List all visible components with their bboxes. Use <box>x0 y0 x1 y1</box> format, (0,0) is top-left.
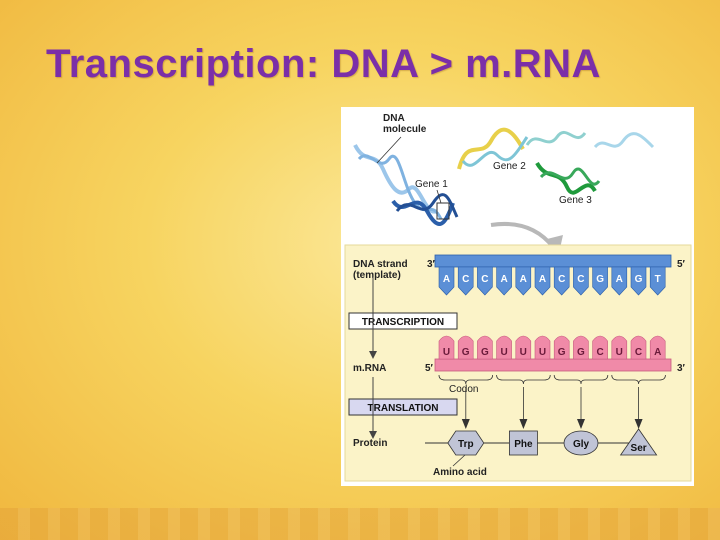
dna-base-tab <box>515 266 532 296</box>
amino-acid-name: Trp <box>458 439 474 450</box>
dna-base-letter: G <box>596 274 604 285</box>
mrna-base-letter: G <box>462 347 470 358</box>
mrna-base-tab <box>534 335 551 360</box>
mrna-base-letter: U <box>443 347 450 358</box>
dna-base-letter: C <box>577 274 584 285</box>
gene-2-segment <box>457 127 525 170</box>
mrna-base-letter: U <box>539 347 546 358</box>
mrna-base-letter: C <box>596 347 603 358</box>
codon-braces <box>438 374 666 429</box>
dna-3prime-end: 3′ <box>427 259 436 270</box>
dna-base-tab <box>592 266 608 296</box>
amino-acid-shape <box>508 430 538 456</box>
mrna-base-tab <box>477 335 493 360</box>
mrna-base-tab <box>611 335 628 360</box>
dna-base-letter: C <box>558 274 565 285</box>
mrna-base-letter: U <box>616 347 623 358</box>
dna-template-strand <box>434 254 672 268</box>
dna-base-letter: A <box>539 274 546 285</box>
mrna-base-tab <box>573 335 589 360</box>
amino-acid-shape <box>563 430 599 456</box>
mrna-base-letter: G <box>577 347 585 358</box>
translation-box <box>348 398 458 416</box>
decorative-bottom-band <box>0 508 720 540</box>
dna-molecule-label-line: molecule <box>383 124 427 135</box>
slide-title: Transcription: DNA > m.RNA <box>46 42 601 86</box>
dna-base-letter: A <box>616 274 623 285</box>
dna-base-letter: A <box>520 274 527 285</box>
dna-base-letter: T <box>655 274 661 285</box>
amino-acid-name: Phe <box>514 439 533 450</box>
mrna-base-tab <box>592 335 608 360</box>
mrna-label: m.RNA <box>353 363 386 374</box>
dna-base-tab <box>496 266 512 296</box>
codon-brace <box>611 374 666 385</box>
translation-label: TRANSLATION <box>368 403 439 414</box>
mrna-base-letter: C <box>635 347 642 358</box>
dna-base-letter: A <box>500 274 507 285</box>
dna-base-tab <box>630 266 647 296</box>
amino-acid-name: Gly <box>573 439 590 450</box>
translation-arrowhead <box>577 419 585 429</box>
mrna-base-letter: U <box>500 347 507 358</box>
transcription-label: TRANSCRIPTION <box>362 317 444 328</box>
mrna-base-letter: G <box>558 347 566 358</box>
dna-5prime-end: 5′ <box>677 259 686 270</box>
dna-molecule-label: DNA molecule <box>383 113 427 135</box>
mrna-3prime-end: 3′ <box>677 363 686 374</box>
mrna-strand <box>434 358 672 372</box>
mrna-base-tab <box>630 335 647 360</box>
transcription-box <box>348 312 458 330</box>
dna-base-tab <box>457 266 474 296</box>
mrna-base-tab <box>496 335 512 360</box>
mrna-5prime-end: 5′ <box>425 363 434 374</box>
mrna-base-tab <box>649 335 666 360</box>
dna-base-letter: G <box>635 274 643 285</box>
mrna-base-tab <box>553 335 570 360</box>
codon-brace <box>553 374 609 385</box>
dna-base-tab <box>611 266 628 296</box>
mrna-base-letter: U <box>520 347 527 358</box>
dna-base-letter: C <box>481 274 488 285</box>
mrna-base-tab <box>457 335 474 360</box>
dna-strand-label-line: DNA strand <box>353 259 408 270</box>
codon-brace <box>438 374 493 385</box>
gene-label: Gene 1 <box>415 179 448 190</box>
mrna-base-letter: A <box>654 347 661 358</box>
dna-base-tab <box>649 266 666 296</box>
transcription-diagram: DNA molecule Gene 1 Gene 2 Gene 3 DNA st… <box>341 107 694 486</box>
amino-acid-shape <box>447 430 485 456</box>
codon-brace <box>496 374 551 385</box>
dna-base-tab <box>477 266 493 296</box>
protein-label: Protein <box>353 438 387 449</box>
amino-acid-label: Amino acid <box>433 467 487 478</box>
dna-molecule-label-line: DNA <box>383 113 404 124</box>
amino-acid-name: Ser <box>631 443 647 454</box>
mrna-base-letter: G <box>481 347 489 358</box>
dna-base-tab <box>553 266 570 296</box>
codon-label: Codon <box>449 384 478 395</box>
zoom-box <box>436 202 450 220</box>
dna-strand-label: DNA strand (template) <box>353 259 410 281</box>
dna-base-tab <box>534 266 551 296</box>
dna-base-tab <box>438 266 455 296</box>
dna-base-tab <box>573 266 589 296</box>
translation-arrowhead <box>519 419 528 429</box>
amino-acid-shape <box>619 428 658 456</box>
dna-strand-label-line: (template) <box>353 270 401 281</box>
zoom-arrow <box>490 222 555 249</box>
translation-arrowhead <box>634 419 643 429</box>
gene-label: Gene 2 <box>493 161 526 172</box>
dna-base-letter: A <box>443 274 450 285</box>
mrna-base-tab <box>438 335 455 360</box>
translation-arrowhead <box>461 419 470 429</box>
dna-base-letter: C <box>462 274 469 285</box>
mrna-base-tab <box>515 335 532 360</box>
gene-label: Gene 3 <box>559 195 592 206</box>
amino-acids: Trp Phe Gly Ser <box>447 428 658 456</box>
